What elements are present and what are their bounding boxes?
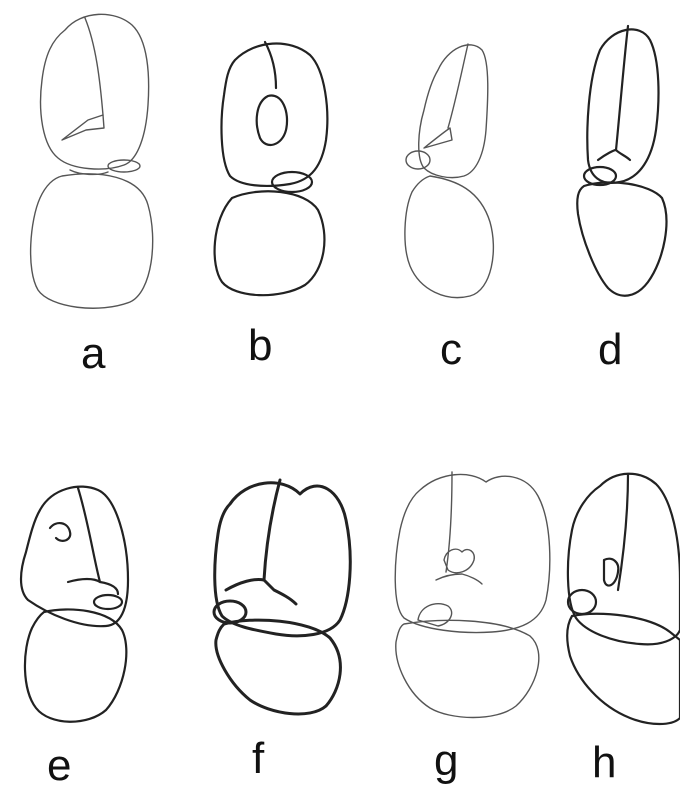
panel-h-drawing [567, 474, 680, 724]
panel-label-c: c [440, 325, 462, 374]
panel-c-drawing [405, 44, 493, 298]
panel-label-d: d [598, 325, 622, 374]
panel-e-drawing [21, 487, 128, 722]
panel-label-h: h [592, 738, 616, 787]
panel-f-drawing [214, 480, 350, 714]
panel-label-b: b [248, 321, 272, 370]
panel-g-drawing [395, 472, 550, 718]
panel-label-e: e [47, 741, 71, 790]
panel-label-a: a [81, 329, 106, 378]
panel-d-drawing [577, 26, 666, 296]
panel-b-drawing [215, 42, 328, 295]
panel-a-drawing [31, 14, 153, 308]
panel-label-g: g [434, 736, 458, 785]
panel-label-f: f [252, 734, 265, 783]
